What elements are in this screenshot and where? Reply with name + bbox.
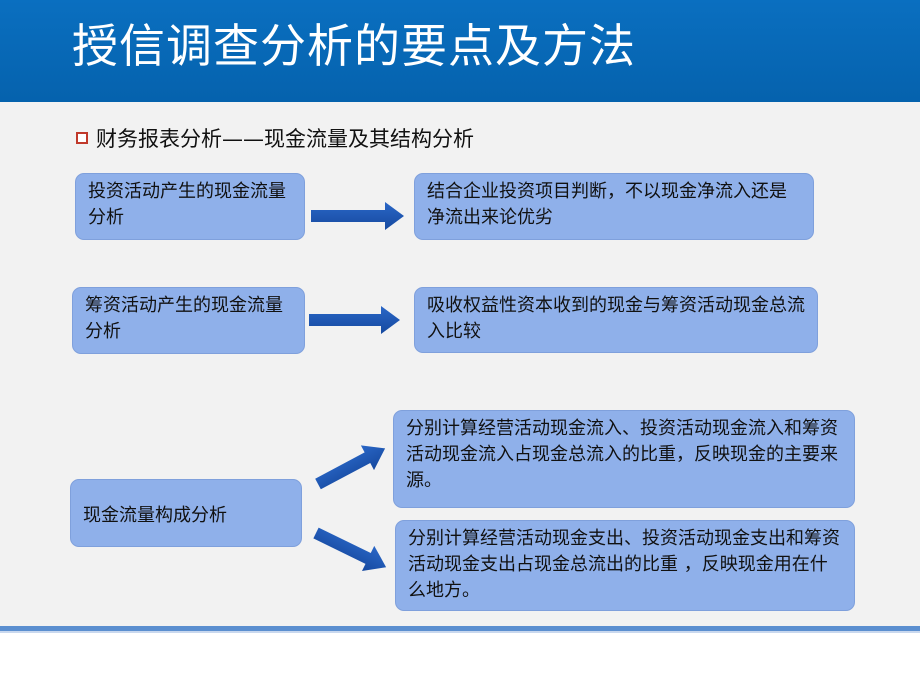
arrow-up-right-icon xyxy=(315,445,386,490)
investing-cashflow-label: 投资活动产生的现金流量分析 xyxy=(88,181,286,228)
financing-cashflow-note: 吸收权益性资本收到的现金与筹资活动现金总流入比较 xyxy=(427,295,805,342)
financing-cashflow-box: 筹资活动产生的现金流量分析 xyxy=(72,287,305,354)
square-bullet-icon xyxy=(76,132,88,144)
arrow-right-icon xyxy=(311,202,404,230)
investing-cashflow-box: 投资活动产生的现金流量分析 xyxy=(75,173,305,240)
cashflow-structure-label: 现金流量构成分析 xyxy=(83,504,227,526)
page-title: 授信调查分析的要点及方法 xyxy=(72,19,636,73)
arrow-right-icon xyxy=(309,306,400,334)
cash-inflow-source-note: 分别计算经营活动现金流入、投资活动现金流入和筹资活动现金流入占现金总流入的比重，… xyxy=(406,418,838,491)
cash-outflow-use-note: 分别计算经营活动现金支出、投资活动现金支出和筹资活动现金支出占现金总流出的比重 … xyxy=(408,528,840,601)
financing-cashflow-label: 筹资活动产生的现金流量分析 xyxy=(85,295,283,342)
cash-outflow-use-box: 分别计算经营活动现金支出、投资活动现金支出和筹资活动现金支出占现金总流出的比重 … xyxy=(395,520,855,611)
investing-cashflow-note-box: 结合企业投资项目判断，不以现金净流入还是净流出来论优劣 xyxy=(414,173,814,240)
section-subtitle: 财务报表分析——现金流量及其结构分析 xyxy=(96,127,474,151)
title-bar: 授信调查分析的要点及方法 xyxy=(0,0,920,102)
cash-inflow-source-box: 分别计算经营活动现金流入、投资活动现金流入和筹资活动现金流入占现金总流入的比重，… xyxy=(393,410,855,508)
cashflow-structure-box: 现金流量构成分析 xyxy=(70,479,302,547)
financing-cashflow-note-box: 吸收权益性资本收到的现金与筹资活动现金总流入比较 xyxy=(414,287,818,353)
footer-divider xyxy=(0,626,920,631)
investing-cashflow-note: 结合企业投资项目判断，不以现金净流入还是净流出来论优劣 xyxy=(427,181,787,228)
arrow-down-right-icon xyxy=(313,527,387,572)
section-heading: 财务报表分析——现金流量及其结构分析 xyxy=(76,124,474,152)
footer-divider-light xyxy=(0,631,920,633)
